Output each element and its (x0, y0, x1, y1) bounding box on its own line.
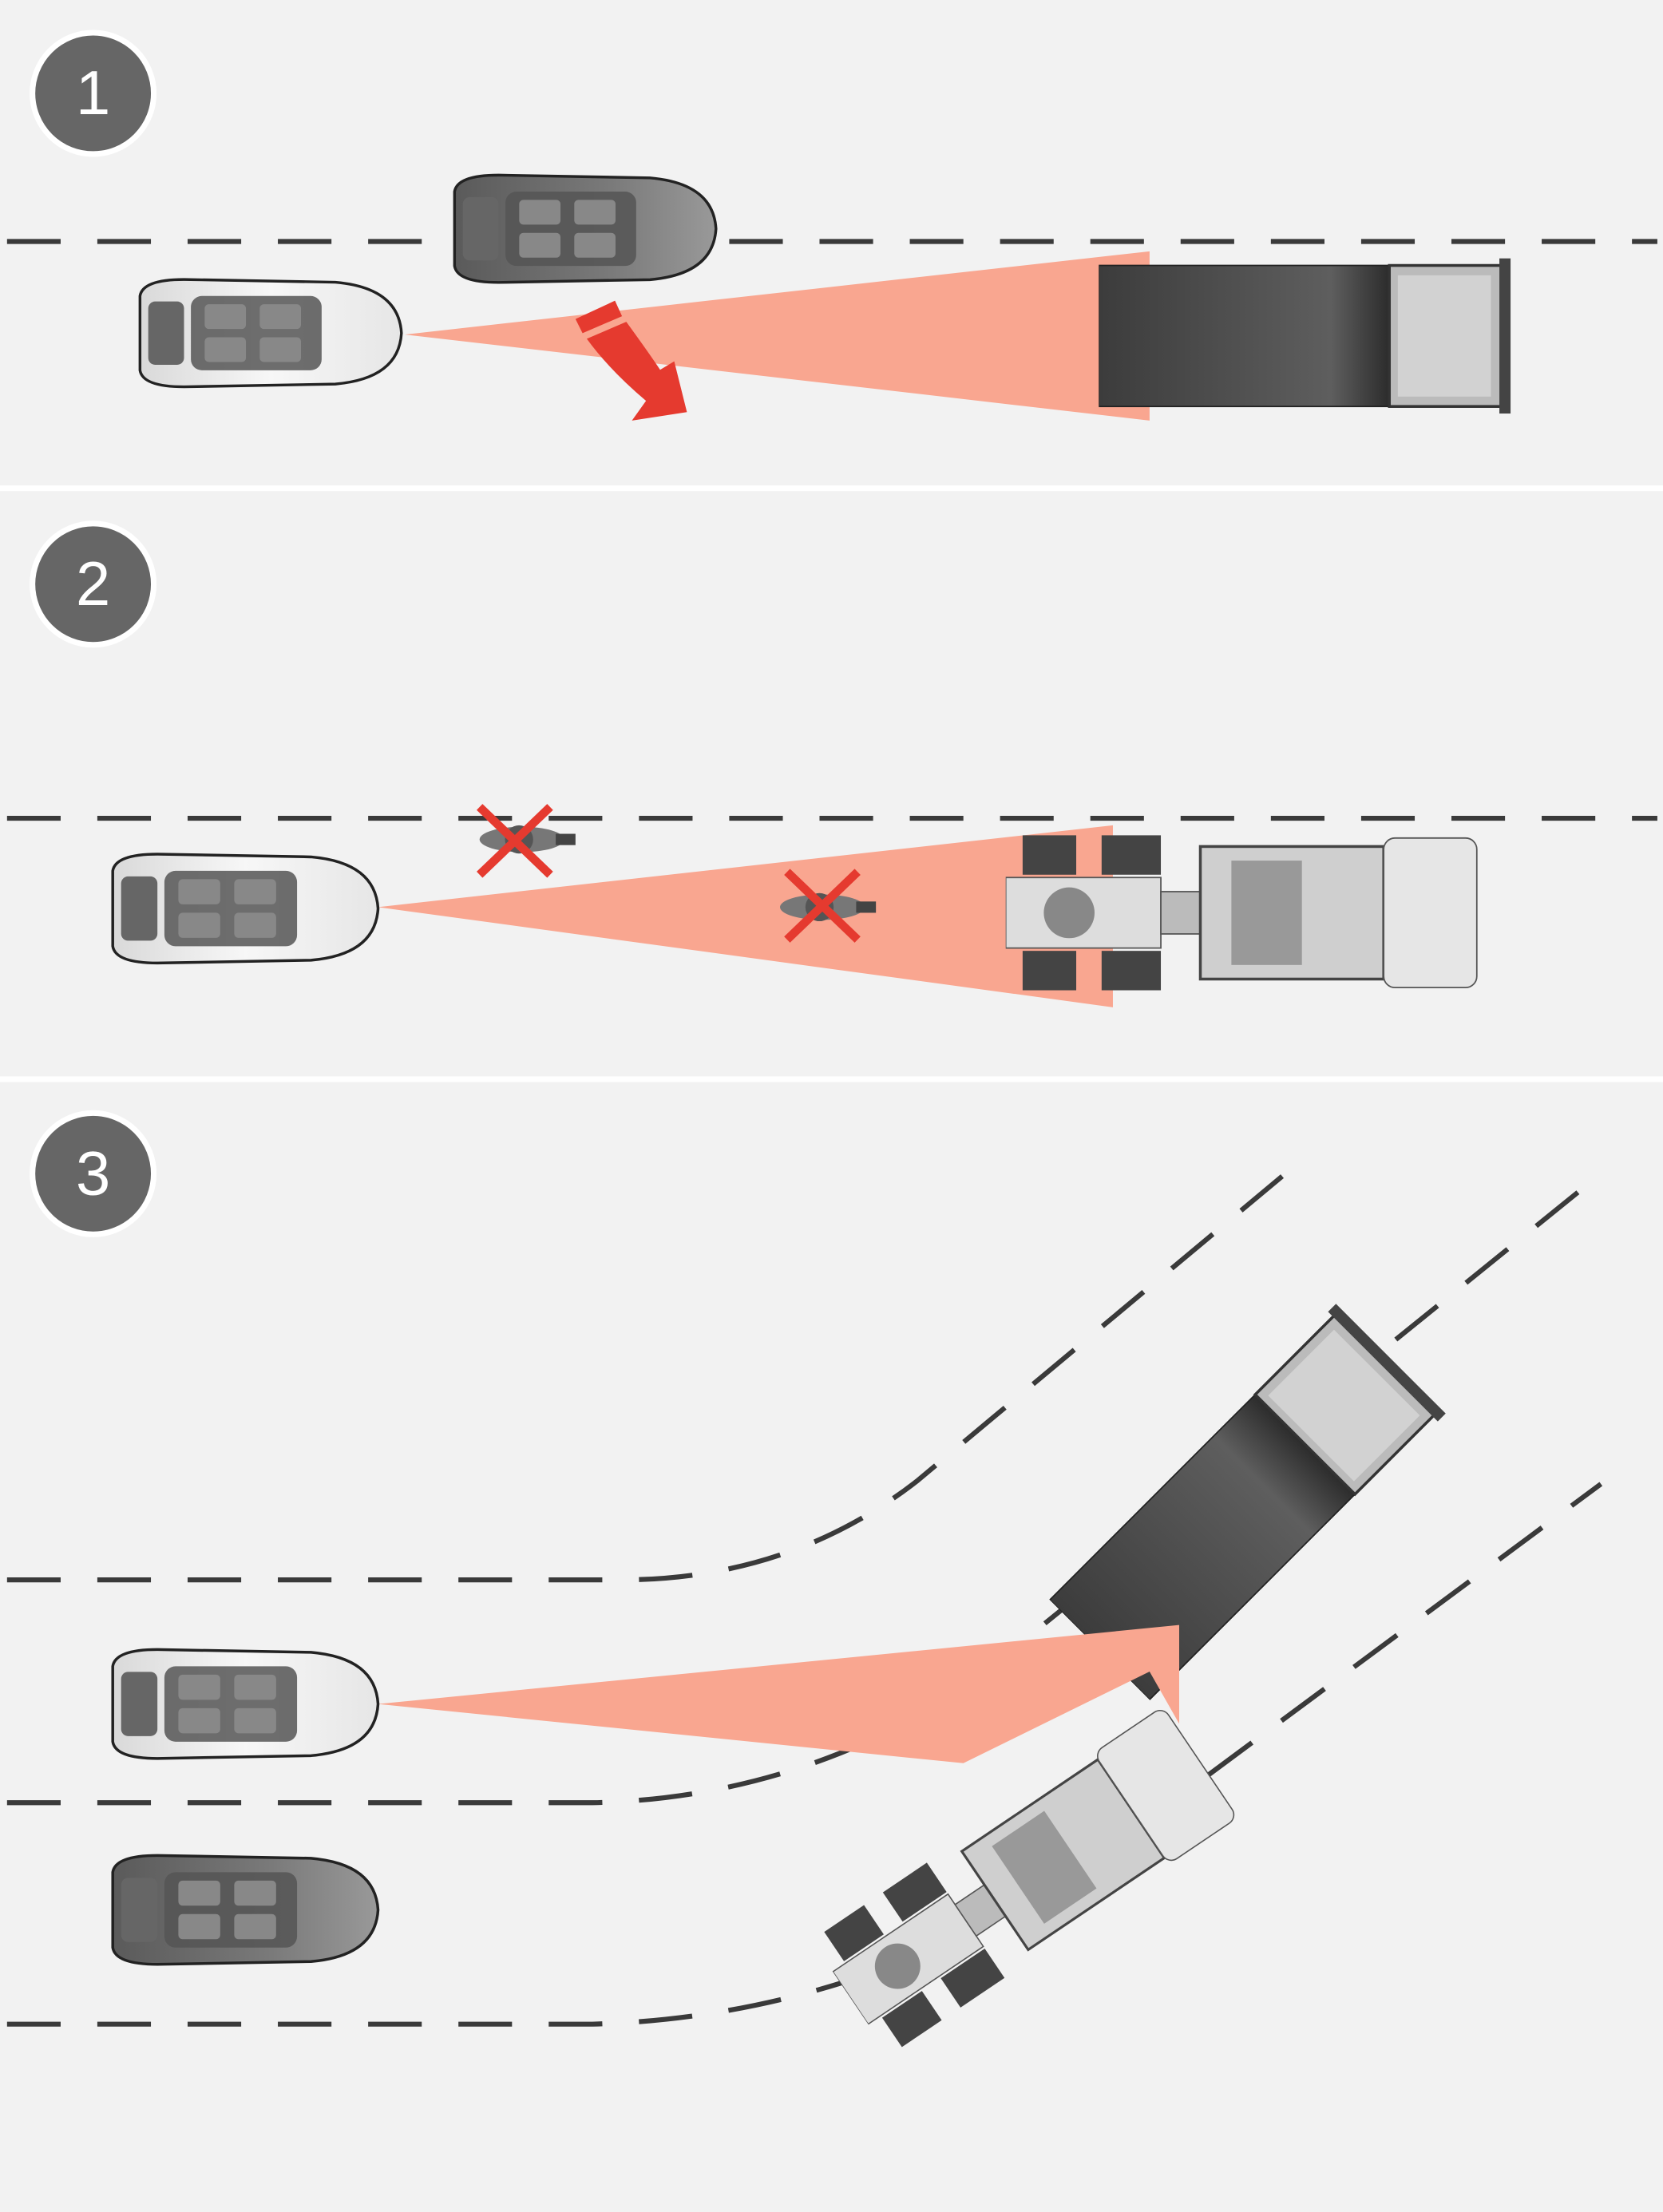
step-number: 3 (76, 1139, 110, 1208)
radar-cone (378, 1624, 1180, 1763)
panel-3: 3 (6, 1110, 1603, 2057)
panel-2: 2 (6, 520, 1657, 1007)
step-badge (30, 520, 157, 648)
lane-marking (6, 1173, 1285, 1583)
panel-1: 1 (6, 30, 1657, 421)
own-car (138, 278, 403, 389)
adjacent-car (111, 1854, 380, 1966)
panel-divider (0, 485, 1663, 492)
cutting-in-car (453, 173, 718, 284)
step-badge (30, 30, 157, 157)
own-car (111, 853, 380, 965)
step-number: 1 (76, 59, 110, 128)
step-badge (30, 1110, 157, 1237)
radar-cone (378, 825, 1113, 1007)
truck (1099, 256, 1511, 415)
lane-change-arrow-icon (575, 300, 687, 421)
step-number: 2 (76, 550, 110, 619)
radar-cone (405, 251, 1150, 421)
own-car (111, 1648, 380, 1760)
not-detected-x-icon (784, 869, 861, 943)
not-detected-x-icon (477, 804, 553, 878)
panel-divider (0, 1076, 1663, 1082)
